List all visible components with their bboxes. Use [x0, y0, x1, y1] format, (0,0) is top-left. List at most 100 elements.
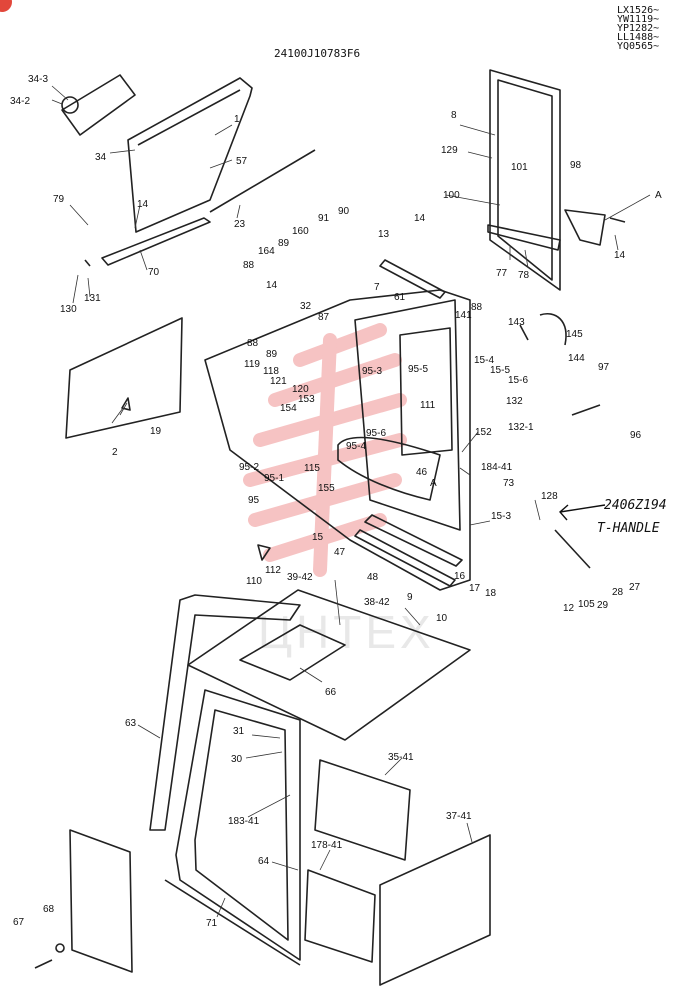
front-window-frame — [127, 77, 253, 233]
strip-47 — [364, 514, 463, 567]
glass-2 — [65, 317, 183, 439]
part-callout: 7 — [374, 282, 380, 293]
part-callout: 31 — [233, 726, 245, 737]
part-callout: 15-4 — [474, 355, 494, 366]
serial-line: YQ0565~ — [617, 41, 659, 52]
serial-line: LL1488~ — [617, 32, 659, 43]
door-frame-64 — [175, 689, 301, 961]
part-callout: 105 — [578, 599, 595, 610]
handwritten-caption: T-HANDLE — [597, 521, 660, 536]
serial-line: YP1282~ — [617, 23, 659, 34]
part-callout: 141 — [455, 310, 472, 321]
part-callout: 71 — [206, 918, 218, 929]
part-callout: 29 — [597, 600, 609, 611]
serial-line: LX1526~ — [617, 5, 659, 16]
part-callout: 39-42 — [287, 572, 313, 583]
part-callout: 19 — [150, 426, 162, 437]
part-callout: 95-3 — [362, 366, 382, 377]
panel-178 — [304, 869, 376, 963]
part-callout: 15-5 — [490, 365, 510, 376]
part-callout: 121 — [270, 376, 287, 387]
part-callout: 110 — [246, 576, 262, 587]
cab-door-main — [204, 289, 471, 591]
part-callout: 119 — [244, 359, 260, 370]
watermark-text: ЦНТЕХ — [258, 606, 435, 658]
part-callout: 1 — [234, 114, 240, 125]
part-callout: 164 — [258, 246, 275, 257]
part-callout: 128 — [541, 491, 558, 502]
wiper-motor — [61, 74, 136, 136]
part-callout: 145 — [566, 329, 583, 340]
part-callout: 115 — [304, 463, 320, 474]
part-callout: 98 — [570, 160, 582, 171]
part-callout: 131 — [84, 293, 101, 304]
part-callout: 178-41 — [311, 840, 343, 851]
part-callout: 34-3 — [28, 74, 48, 85]
part-callout: 14 — [137, 199, 149, 210]
part-callout: 120 — [292, 384, 309, 395]
part-callout: 130 — [60, 304, 77, 315]
part-callout: 73 — [503, 478, 515, 489]
part-callout: 64 — [258, 856, 270, 867]
part-callout: 34-2 — [10, 96, 30, 107]
watermark: ЦНТЕХ — [243, 323, 435, 658]
part-callout: 14 — [266, 280, 278, 291]
part-callout: 95-2 — [239, 462, 259, 473]
part-callout: 37-41 — [446, 811, 472, 822]
part-callout: 70 — [148, 267, 160, 278]
leader-lines — [51, 85, 651, 918]
strip-48 — [354, 529, 456, 587]
part-callout: 155 — [318, 483, 335, 494]
part-callout: 112 — [265, 565, 281, 576]
diagram-code: 24100J10783F6 — [274, 47, 360, 60]
upper-door-frame — [489, 69, 561, 291]
part-callout: 15 — [312, 532, 324, 543]
part-callout: 89 — [266, 349, 278, 360]
part-callout: 63 — [125, 718, 137, 729]
part-callout: 132-1 — [508, 422, 534, 433]
line-art — [34, 69, 626, 986]
part-callout: 95-6 — [366, 428, 386, 439]
part-callout: 95-5 — [408, 364, 428, 375]
part-callout: 61 — [394, 292, 406, 303]
part-callout: 46 — [416, 467, 428, 478]
handwritten-note: 2406Z194 T-HANDLE — [559, 498, 667, 536]
seal-63 — [149, 594, 301, 831]
part-callout: 34 — [95, 152, 107, 163]
part-callout: 23 — [234, 219, 246, 230]
part-callout: 132 — [506, 396, 523, 407]
part-callout: 13 — [378, 229, 390, 240]
handwritten-part-number: 2406Z194 — [604, 498, 667, 513]
part-callout: 8 — [451, 110, 457, 121]
part-callout: 95-4 — [346, 441, 366, 452]
part-callout: 153 — [298, 394, 315, 405]
part-callout: 160 — [292, 226, 309, 237]
part-callout: 77 — [496, 268, 508, 279]
part-callout: 95 — [248, 495, 260, 506]
part-callout: 15-3 — [491, 511, 511, 522]
part-callout: 89 — [278, 238, 290, 249]
part-callout: 183-41 — [228, 816, 260, 827]
part-callout: 2 — [112, 447, 118, 458]
strip-23 — [209, 149, 316, 213]
serial-block: LX1526~ YW1119~ YP1282~ LL1488~ YQ0565~ — [617, 5, 659, 52]
part-callout: 30 — [231, 754, 243, 765]
part-callout: 91 — [318, 213, 330, 224]
part-callout: 15-6 — [508, 375, 528, 386]
strip-13 — [379, 259, 446, 299]
part-callout: 88 — [247, 338, 259, 349]
part-callout: 111 — [420, 400, 436, 411]
part-callout: 68 — [43, 904, 55, 915]
part-callout: 88 — [471, 302, 483, 313]
part-callout: 47 — [334, 547, 346, 558]
part-callout: 79 — [53, 194, 65, 205]
part-callout: 18 — [485, 588, 497, 599]
part-callout: 27 — [629, 582, 641, 593]
part-callout: 143 — [508, 317, 525, 328]
part-callout: 90 — [338, 206, 350, 217]
part-callout: A — [430, 478, 437, 489]
part-callout: 32 — [300, 301, 312, 312]
part-callout: 17 — [469, 583, 481, 594]
